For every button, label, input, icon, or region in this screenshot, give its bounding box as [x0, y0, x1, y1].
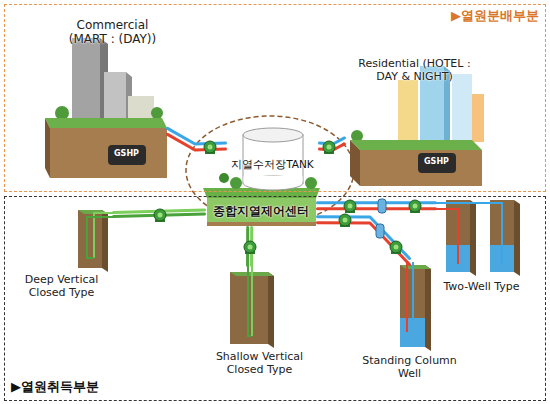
filter-symbol: [378, 199, 386, 213]
gshp-room: [418, 153, 456, 173]
pump-symbol: [204, 141, 216, 154]
region-label: ▶열원분배부분: [403, 8, 539, 24]
two-well-system: [436, 200, 520, 276]
well-pipe: [406, 262, 408, 332]
mid-building: [104, 72, 126, 120]
building: [452, 74, 472, 142]
pump-symbol: [154, 209, 166, 222]
low-building: [128, 96, 154, 120]
well-pipe: [436, 203, 502, 264]
soil-side: [102, 210, 108, 272]
tank-body-cover: [244, 176, 303, 183]
ground-side: [350, 140, 360, 186]
ground-loop: [251, 266, 253, 336]
region-band: ▶열원분배부분Commercial (MART : (DAY))GSHPResi…: [4, 4, 546, 192]
tree: [219, 173, 229, 183]
source-label: Shallow Vertical Closed Type: [200, 350, 320, 376]
tank-bottom: [243, 176, 303, 190]
platform-base: [207, 222, 316, 226]
soil-side: [268, 272, 274, 348]
building: [472, 94, 484, 142]
tower: [72, 38, 100, 120]
ground-front: [50, 128, 167, 178]
tree: [305, 177, 317, 189]
well-pipe: [412, 262, 414, 320]
pump-symbol: [390, 241, 402, 254]
gshp-room: [108, 145, 146, 165]
pump-symbol: [244, 241, 256, 254]
ground-loop: [87, 217, 114, 258]
ground-top: [350, 140, 482, 150]
pump-symbol: [344, 200, 356, 213]
pump-symbol: [339, 214, 351, 227]
pipe-line: [168, 128, 226, 144]
ground-loop: [94, 213, 114, 258]
control-center: 종합지열제어센터: [205, 197, 318, 228]
ground-loop: [248, 266, 252, 336]
soil-side: [425, 265, 431, 351]
ground-side: [45, 118, 50, 178]
tree: [55, 106, 69, 120]
residential-illustration: [350, 66, 484, 186]
deep-vertical-borehole: [78, 210, 114, 272]
gshp-label: GSHP: [418, 157, 456, 167]
soil-side: [514, 200, 520, 276]
grass-top: [400, 265, 431, 269]
tank-label: 지열수저장TANK: [220, 158, 326, 171]
heat-source: Standing Column Well: [356, 262, 464, 396]
building-label: Residential (HOTEL : DAY & NIGHT): [349, 57, 481, 83]
tank-top: [243, 128, 303, 142]
pump-symbol: [323, 141, 335, 154]
region-band: ▶열원취득부분 종합지열제어센터 Deep Vertical Closed Type…: [4, 196, 546, 401]
pump-symbol: [409, 200, 421, 213]
commercial-illustration: [45, 38, 167, 178]
tree: [230, 177, 242, 189]
pipe-line: [318, 223, 410, 265]
heat-source: Deep Vertical Closed Type: [16, 205, 114, 304]
pipe-line: [168, 134, 226, 150]
well-pipe: [436, 209, 458, 264]
region-label: ▶열원취득부분: [11, 379, 161, 395]
filter-symbol: [376, 224, 384, 238]
soil-column: [78, 210, 102, 268]
source-label: Two-Well Type: [436, 280, 528, 293]
heat-source: Shallow Vertical Closed Type: [200, 266, 320, 390]
storage-tank: 지열수저장TANK: [226, 128, 320, 190]
soil-side: [470, 200, 476, 276]
gshp-label: GSHP: [108, 149, 146, 159]
ground-front: [360, 150, 482, 186]
building: [398, 80, 418, 142]
shallow-vertical-borehole: [230, 266, 274, 348]
ground-top: [45, 118, 167, 128]
pipe-connector: [318, 217, 410, 265]
building-label: Commercial (MART : (DAY)): [62, 18, 164, 47]
heat-source: Two-Well Type: [436, 197, 528, 300]
standing-column-well: [400, 262, 431, 351]
center-label: 종합지열제어센터: [201, 204, 322, 218]
building-block: Commercial (MART : (DAY)) GSHP: [40, 15, 168, 182]
building-block: Residential (HOTEL : DAY & NIGHT) GSHP: [345, 55, 485, 188]
tree: [151, 107, 163, 119]
source-label: Standing Column Well: [356, 354, 464, 380]
pipe-connector: [168, 128, 226, 150]
source-label: Deep Vertical Closed Type: [16, 273, 108, 299]
groundwater: [400, 318, 425, 347]
